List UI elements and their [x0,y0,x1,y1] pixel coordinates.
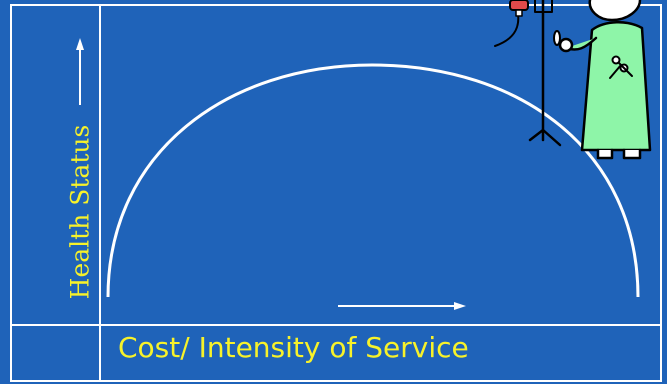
x-axis-label: Cost/ Intensity of Service [118,331,469,364]
y-axis-label: Health Status [65,124,95,300]
doctor-head-icon [588,0,642,22]
x-axis-arrow [338,302,466,310]
iv-pole-icon [494,0,562,147]
health-curve [106,63,640,298]
y-axis-arrow [76,38,84,105]
iv-bag-icon [509,0,529,17]
frame [10,4,662,382]
scissors-icon [609,55,633,79]
doctor-illustration [494,0,652,160]
doctor-gown-icon [580,21,652,152]
outer-frame [10,4,662,382]
